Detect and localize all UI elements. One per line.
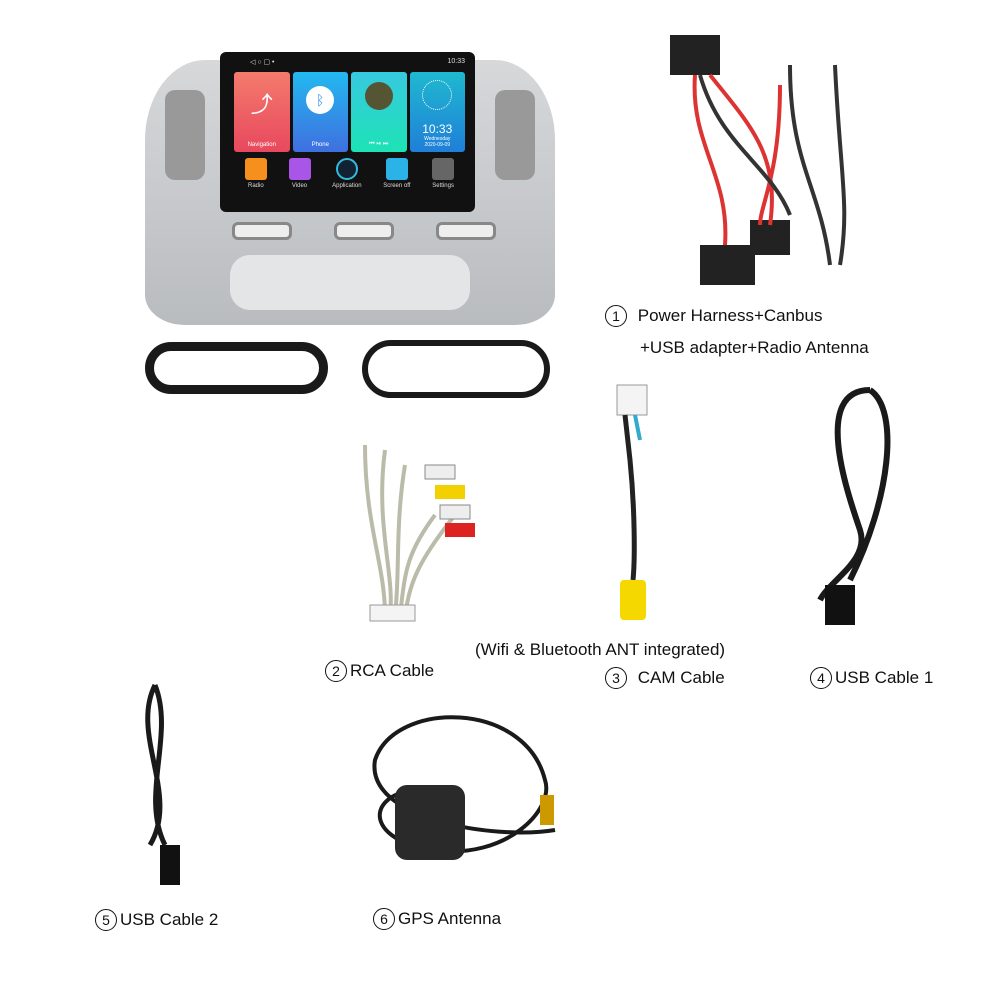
clock-status: 10:33: [447, 58, 465, 65]
side-vent-left: [165, 90, 205, 180]
usb-cable-1-image: [817, 387, 891, 625]
trim-ring-1: [145, 342, 328, 394]
item-label-3: 3 CAM Cable: [605, 667, 725, 689]
nav-buttons: ◁ ○ ▢ •: [250, 59, 275, 66]
app-radio[interactable]: Radio: [244, 158, 267, 189]
power-harness-image: [670, 35, 847, 285]
app-application[interactable]: Application: [332, 158, 362, 189]
usb-cable-2-image: [145, 683, 180, 885]
trim-ring-2: [362, 340, 550, 398]
gps-antenna-image: [372, 715, 556, 860]
vents: [232, 222, 496, 240]
tile-navigation[interactable]: ⤴Navigation: [234, 72, 290, 152]
media-controls[interactable]: ⏮ ⏯ ⏭: [369, 141, 389, 147]
side-vent-right: [495, 90, 535, 180]
tile-music[interactable]: ⏮ ⏯ ⏭: [351, 72, 407, 152]
app-settings[interactable]: Settings: [432, 158, 455, 189]
item-label-1: 1 Power Harness+Canbus: [605, 305, 822, 327]
app-screen-off[interactable]: Screen off: [383, 158, 410, 189]
cam-note: (Wifi & Bluetooth ANT integrated): [475, 640, 726, 659]
app-video[interactable]: Video: [288, 158, 311, 189]
rca-cable-image: [363, 444, 475, 622]
cam-cable-image: [616, 384, 648, 620]
bluetooth-icon: ᛒ: [306, 86, 335, 114]
item-label-1-line2: +USB adapter+Radio Antenna: [640, 338, 869, 357]
climate-opening: [230, 255, 470, 310]
